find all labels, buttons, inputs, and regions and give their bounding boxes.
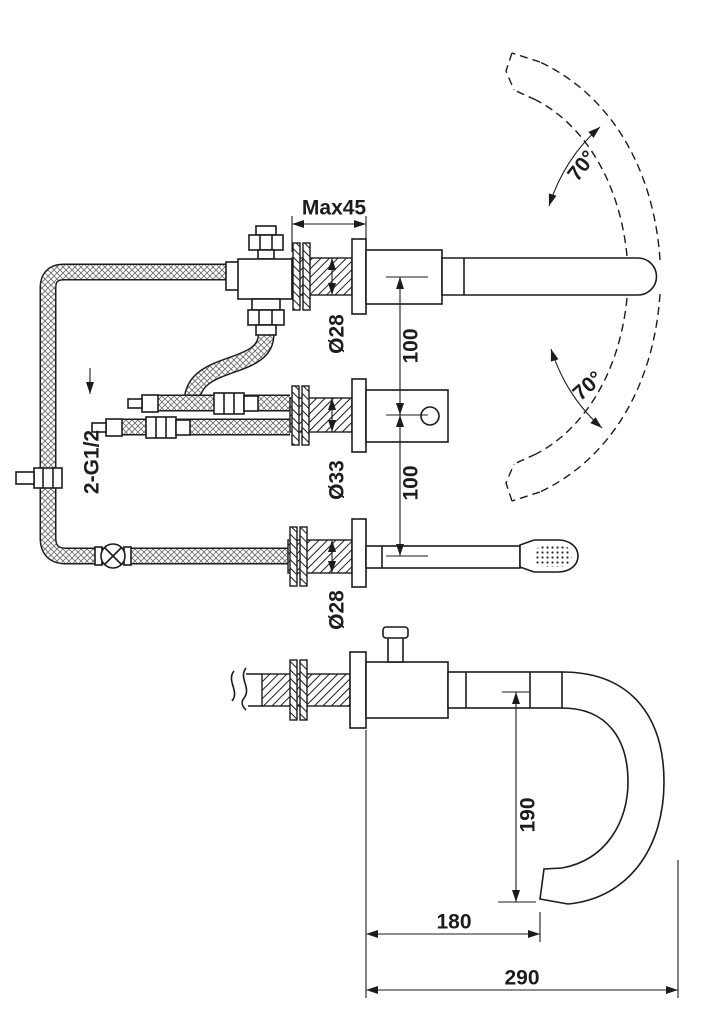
label-swivel-up: 70° (563, 146, 601, 185)
dim-drop-height: 190 (498, 691, 540, 903)
handle-hole (420, 406, 440, 426)
diverter-valve (225, 225, 293, 336)
sideview-wall-plate (349, 651, 367, 729)
sideview-pipe (447, 671, 563, 709)
label-mixer-diameter: Ø33 (326, 460, 349, 500)
curved-spout-outer (561, 671, 665, 905)
dim-mixer-diameter: Ø33 (318, 397, 349, 500)
lever-handle (387, 635, 404, 663)
shower-threaded-shank (287, 539, 353, 574)
shutoff-valve-icon (94, 543, 132, 569)
mixer-flange (301, 385, 310, 446)
label-reach: 180 (436, 911, 471, 934)
label-total-depth: 290 (504, 967, 539, 990)
label-shower-diameter: Ø28 (326, 590, 349, 630)
label-spacing-top: 100 (400, 328, 423, 363)
spray-face (534, 545, 572, 567)
spout-threaded-shank (291, 257, 353, 296)
side-view-assembly (230, 626, 665, 905)
flex-hoses (91, 392, 290, 439)
spout-flange (302, 242, 311, 311)
label-inlet-thread: 2-G1/2 (81, 430, 104, 494)
shower-flange (299, 526, 308, 587)
label-max-wall: Max45 (302, 197, 367, 220)
pipe-union (15, 467, 63, 489)
label-spacing-bottom: 100 (400, 465, 423, 500)
label-swivel-down: 70° (569, 367, 608, 405)
dim-spout-diameter: Ø28 (318, 257, 349, 354)
spout-wall-plate (351, 238, 367, 315)
dim-spacing-bottom: 100 (386, 415, 428, 557)
dim-angle-up: 70° (548, 126, 601, 207)
curved-spout-inner (561, 707, 629, 869)
shower-flange (289, 526, 298, 587)
label-spout-diameter: Ø28 (326, 314, 349, 354)
sideview-flange (299, 659, 308, 721)
spout-flange (292, 242, 301, 311)
dim-total-depth: 290 (365, 860, 679, 998)
supply-pipe (39, 263, 290, 565)
sideview-flange (289, 659, 298, 721)
shower-wall-plate (351, 518, 367, 588)
mixer-wall-plate (351, 378, 367, 453)
handshower-assembly-plan (287, 518, 579, 588)
dim-reach: 180 (365, 730, 541, 942)
spout-pipe (441, 257, 658, 296)
lever-knob (382, 626, 409, 639)
handshower-handle (365, 545, 521, 569)
label-drop-height: 190 (517, 797, 540, 832)
dim-angle-down: 70° (550, 348, 608, 429)
dim-max45: Max45 (291, 197, 367, 252)
mixer-flange (291, 385, 300, 446)
hose-hex-nut (91, 416, 191, 439)
pipe-break-mark (241, 667, 248, 711)
hose-hex-nut (127, 392, 259, 415)
dim-inlet-connections: 2-G1/2 (81, 368, 104, 494)
dim-spacing-top: 100 (386, 276, 428, 416)
sideview-body (365, 661, 449, 719)
mixer-assembly-plan (289, 378, 449, 453)
dim-shower-diameter: Ø28 (318, 539, 349, 630)
spout-outlet (539, 867, 569, 905)
spout-assembly-plan (291, 238, 658, 315)
